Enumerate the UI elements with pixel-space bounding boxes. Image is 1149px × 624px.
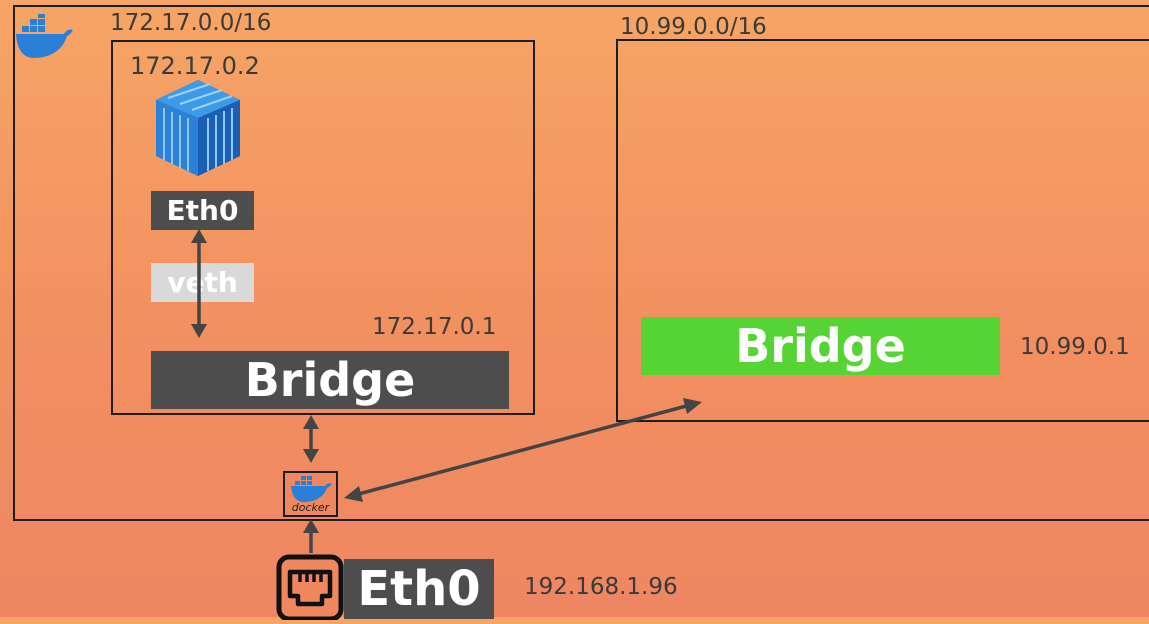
default-bridge: Bridge <box>151 351 509 409</box>
docker-engine-label: docker <box>291 501 330 514</box>
default-subnet-label: 172.17.0.0/16 <box>110 10 272 36</box>
docker-whale-icon <box>14 13 74 62</box>
container-ip-label: 172.17.0.2 <box>130 52 260 80</box>
default-bridge-ip-label: 172.17.0.1 <box>372 314 497 340</box>
arrowhead <box>303 449 319 463</box>
docker-custom-bridge-arrow <box>354 403 691 497</box>
custom-subnet-label: 10.99.0.0/16 <box>620 14 767 40</box>
arrowhead <box>344 486 363 502</box>
container-eth0-label: Eth0 <box>151 191 254 230</box>
docker-engine-icon: docker <box>283 471 338 517</box>
host-ip-label: 192.168.1.96 <box>524 574 678 600</box>
veth-label: veth <box>151 263 254 302</box>
custom-bridge-network-box <box>616 39 1149 422</box>
default-bridge-network-box <box>111 40 535 415</box>
arrowhead <box>303 415 319 429</box>
host-eth0-label: Eth0 <box>344 559 494 619</box>
container-icon <box>152 78 244 178</box>
arrowhead <box>683 398 702 414</box>
custom-bridge: Bridge <box>641 317 1000 375</box>
arrowhead <box>191 324 207 338</box>
docker-host-box <box>13 5 1149 521</box>
arrowhead <box>191 229 207 243</box>
arrowhead <box>303 519 319 533</box>
custom-bridge-ip-label: 10.99.0.1 <box>1020 334 1130 360</box>
